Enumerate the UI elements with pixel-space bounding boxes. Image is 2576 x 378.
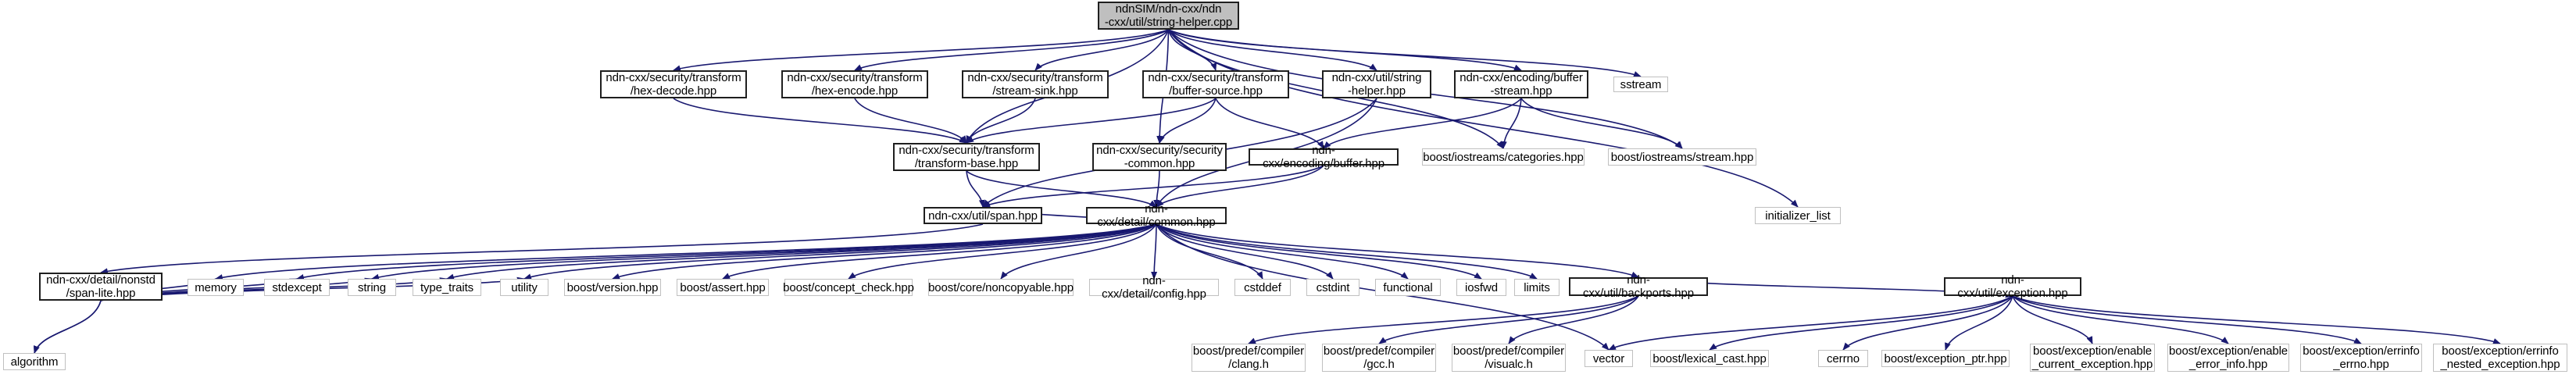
graph-node-boost_assert[interactable]: boost/assert.hpp [677,279,769,296]
edge-root-to-sstream [1168,29,1642,77]
graph-node-enable_current[interactable]: boost/exception/enable _current_exceptio… [2030,344,2155,372]
graph-node-span_lite[interactable]: ndn-cxx/detail/nonstd /span-lite.hpp [39,273,163,301]
graph-node-span_hpp[interactable]: ndn-cxx/util/span.hpp [924,207,1042,224]
edge-span_lite-to-algorithm [34,300,102,354]
graph-node-config_hpp[interactable]: ndn-cxx/detail/config.hpp [1089,274,1219,301]
edge-span_hpp-to-span_lite [100,223,984,275]
graph-node-boost_categories[interactable]: boost/iostreams/categories.hpp [1422,148,1585,166]
edge-root-to-buffer_source [1167,29,1217,71]
edge-common_hpp-to-string [371,223,1157,280]
graph-node-stdexcept[interactable]: stdexcept [264,279,330,296]
edge-common_hpp-to-memory [215,223,1157,281]
graph-node-hex_decode[interactable]: ndn-cxx/security/transform /hex-decode.h… [600,70,747,98]
edge-span_lite-to-algorithm [34,300,102,354]
graph-node-functional[interactable]: functional [1375,279,1441,296]
edge-buffer_source-to-buffer_hpp [1215,98,1324,149]
edge-transform_base-to-span_hpp [966,170,985,208]
edge-common_hpp-to-cstddef [1156,223,1263,280]
graph-node-vector[interactable]: vector [1585,350,1633,367]
graph-node-boost_version[interactable]: boost/version.hpp [564,279,661,296]
edge-backports_hpp-to-predef_gcc [1378,295,1639,344]
graph-node-buffer_hpp[interactable]: ndn-cxx/encoding/buffer.hpp [1249,144,1399,170]
edge-exception_hpp-to-enable_error_info [2012,295,2229,344]
graph-node-boost_stream[interactable]: boost/iostreams/stream.hpp [1608,148,1756,166]
graph-node-cerrno[interactable]: cerrno [1818,350,1868,367]
edge-buffer_source-to-transform_base [966,98,1217,144]
graph-node-hex_encode[interactable]: ndn-cxx/security/transform /hex-encode.h… [781,70,928,98]
graph-node-buffer_source[interactable]: ndn-cxx/security/transform /buffer-sourc… [1142,70,1289,98]
edge-root-to-initializer_list [1167,29,1799,208]
edge-common_hpp-to-config_hpp [1151,223,1158,280]
graph-node-boost_noncopyable[interactable]: boost/core/noncopyable.hpp [928,279,1074,296]
edge-exception_hpp-to-cerrno [1842,295,2013,351]
edge-common_hpp-to-limits [1156,223,1538,280]
edge-buffer_stream-to-boost_categories [1500,98,1522,149]
edge-common_hpp-to-utility [523,223,1157,280]
edge-buffer_source-to-security_common [1159,98,1217,144]
edge-exception_hpp-to-vector [1608,295,2013,351]
graph-node-string[interactable]: string [348,279,396,296]
graph-node-common_hpp[interactable]: ndn-cxx/detail/common.hpp [1086,202,1227,229]
graph-node-errinfo_nested[interactable]: boost/exception/errinfo _nested_exceptio… [2433,344,2567,372]
edge-common_hpp-to-type_traits [446,223,1157,280]
edge-buffer_hpp-to-span_hpp [982,165,1324,208]
edge-exception_hpp-to-enable_current [2012,295,2093,344]
edge-common_hpp-to-boost_concept [848,223,1157,280]
edge-buffer_stream-to-buffer_hpp [1323,98,1522,149]
edge-exception_hpp-to-exception_ptr [1945,295,2013,351]
edge-exception_hpp-to-lexical_cast [1709,295,2013,351]
edge-common_hpp-to-functional [1156,223,1409,280]
graph-node-enable_error_info[interactable]: boost/exception/enable _error_info.hpp [2167,344,2289,372]
graph-node-initializer_list[interactable]: initializer_list [1755,207,1841,224]
graph-node-utility[interactable]: utility [500,279,548,296]
edge-backports_hpp-to-predef_clang [1248,295,1639,344]
graph-node-iosfwd[interactable]: iosfwd [1456,279,1506,296]
graph-node-predef_visualc[interactable]: boost/predef/compiler /visualc.h [1452,344,1566,372]
graph-node-buffer_stream[interactable]: ndn-cxx/encoding/buffer -stream.hpp [1454,70,1588,98]
graph-node-exception_ptr[interactable]: boost/exception_ptr.hpp [1881,350,2010,367]
graph-node-boost_concept[interactable]: boost/concept_check.hpp [783,279,914,296]
edge-root-to-string_helper_hpp [1167,29,1377,71]
graph-node-exception_hpp[interactable]: ndn-cxx/util/exception.hpp [1944,273,2081,300]
graph-node-predef_clang[interactable]: boost/predef/compiler /clang.h [1192,344,1306,372]
edge-hex_encode-to-transform_base [854,98,967,144]
edge-buffer_hpp-to-common_hpp [1156,165,1324,208]
edge-exception_hpp-to-errinfo_errno [2012,295,2362,344]
edge-common_hpp-to-backports_hpp [1156,223,1639,278]
graph-node-transform_base[interactable]: ndn-cxx/security/transform /transform-ba… [893,143,1040,171]
edge-common_hpp-to-boost_version [612,223,1157,280]
graph-node-cstdint[interactable]: cstdint [1306,279,1359,296]
edge-hex_decode-to-transform_base [673,98,967,144]
graph-node-string_helper_hpp[interactable]: ndn-cxx/util/string -helper.hpp [1322,70,1431,98]
graph-node-lexical_cast[interactable]: boost/lexical_cast.hpp [1650,350,1769,367]
edge-root-to-hex_encode [854,29,1169,71]
graph-node-predef_gcc[interactable]: boost/predef/compiler /gcc.h [1322,344,1436,372]
graph-node-memory[interactable]: memory [188,279,244,296]
edge-root-to-buffer_stream [1168,29,1522,71]
edge-buffer_stream-to-boost_stream [1520,98,1683,149]
edge-common_hpp-to-cstdint [1156,223,1334,280]
graph-node-errinfo_errno[interactable]: boost/exception/errinfo _errno.hpp [2300,344,2422,372]
graph-node-limits[interactable]: limits [1514,279,1560,296]
edge-stream_sink-to-transform_base [966,98,1036,144]
graph-node-root[interactable]: ndnSIM/ndn-cxx/ndn -cxx/util/string-help… [1098,2,1239,30]
graph-node-security_common[interactable]: ndn-cxx/security/security -common.hpp [1092,143,1227,171]
graph-node-stream_sink[interactable]: ndn-cxx/security/transform /stream-sink.… [962,70,1109,98]
graph-node-backports_hpp[interactable]: ndn-cxx/util/backports.hpp [1569,273,1708,300]
edge-common_hpp-to-iosfwd [1156,223,1482,280]
edge-common_hpp-to-stdexcept [296,223,1157,280]
edge-backports_hpp-to-predef_visualc [1508,295,1639,344]
graph-node-algorithm[interactable]: algorithm [3,353,66,370]
graph-node-type_traits[interactable]: type_traits [413,279,481,296]
edge-common_hpp-to-boost_assert [722,223,1157,280]
graph-node-sstream[interactable]: sstream [1613,77,1668,92]
edge-exception_hpp-to-errinfo_nested [2012,295,2501,344]
graph-node-cstddef[interactable]: cstddef [1234,279,1291,296]
edge-root-to-stream_sink [1034,29,1170,71]
edge-common_hpp-to-boost_noncopyable [1000,223,1157,280]
edge-root-to-hex_decode [673,29,1169,72]
